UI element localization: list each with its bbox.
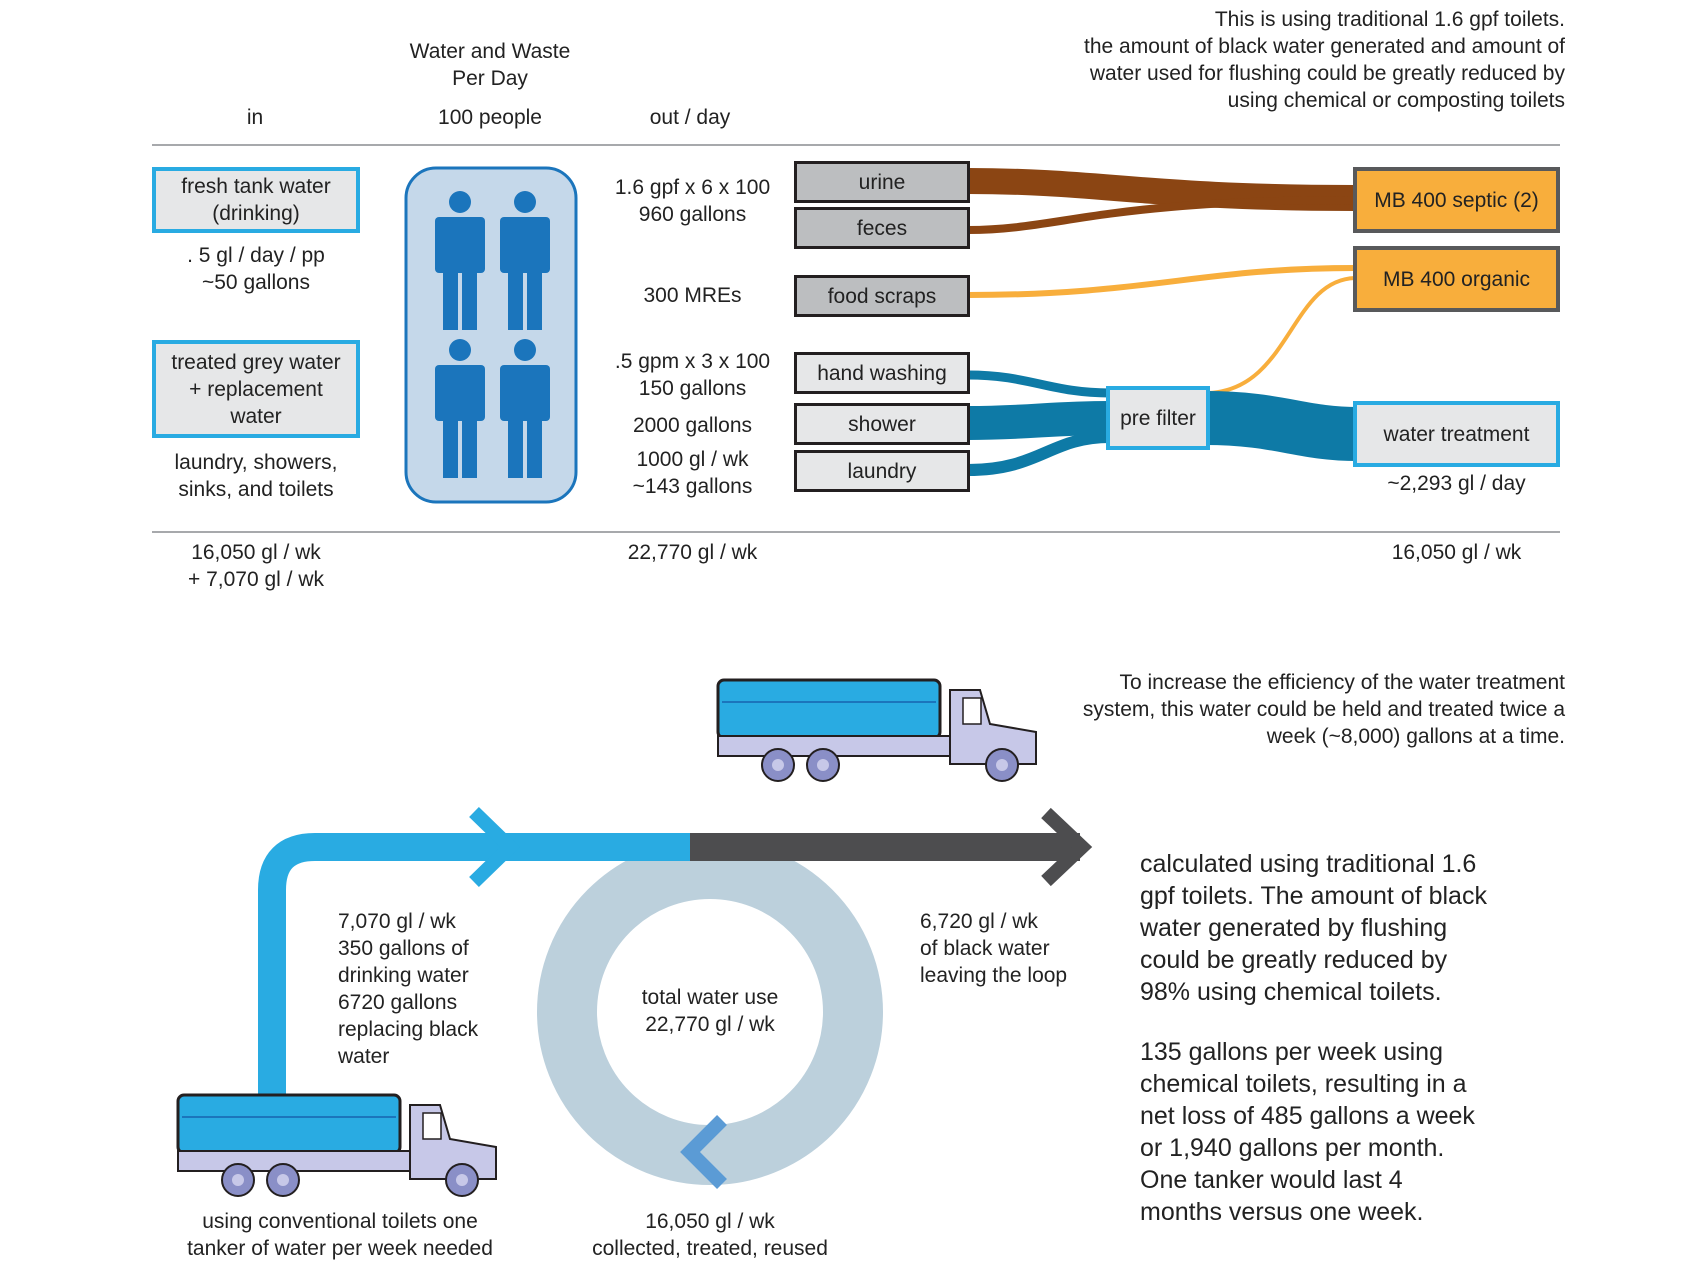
people-icon-group — [435, 191, 550, 478]
top-note: This is using traditional 1.6 gpf toilet… — [1084, 8, 1565, 112]
treatment-rate: ~2,293 gl / day — [1387, 472, 1526, 495]
supply-path — [258, 833, 690, 1100]
urine-box: urine — [794, 161, 970, 203]
food-flow — [967, 265, 1356, 298]
fresh-water-box: fresh tank water (drinking) — [152, 167, 360, 233]
organic-box: MB 400 organic — [1353, 246, 1560, 312]
person-icon — [500, 191, 550, 330]
pre-filter-box: pre filter — [1106, 386, 1210, 450]
total-out: 22,770 gl / wk — [627, 541, 758, 564]
total-treated: 16,050 gl / wk — [1391, 541, 1522, 564]
loop-bottom-label: 16,050 gl / wk collected, treated, reuse… — [592, 1210, 828, 1260]
fresh-water-desc: . 5 gl / day / pp ~50 gallons — [187, 244, 325, 294]
tanker-truck-icon — [716, 678, 1037, 782]
person-icon — [435, 339, 485, 478]
septic-box: MB 400 septic (2) — [1353, 167, 1560, 233]
loop-center-label: total water use 22,770 gl / wk — [641, 986, 779, 1036]
paragraph-2: 135 gallons per week using chemical toil… — [1140, 1038, 1475, 1226]
feces-flow — [967, 196, 1356, 234]
truck-note: To increase the efficiency of the water … — [1082, 671, 1565, 748]
total-in: 16,050 gl / wk + 7,070 gl / wk — [188, 541, 324, 591]
hand-washing-box: hand washing — [794, 352, 970, 394]
grey-water-box: treated grey water + replacement water — [152, 340, 360, 438]
shower-box: shower — [794, 403, 970, 445]
supply-arrow-icon — [469, 806, 521, 888]
loop-ring — [537, 839, 883, 1185]
urine-flow — [967, 168, 1356, 211]
people-panel — [404, 166, 578, 504]
col-out-label: out / day — [649, 106, 731, 129]
exit-label: 6,720 gl / wk of black water leaving the… — [920, 910, 1068, 987]
laundry-box: laundry — [794, 450, 970, 492]
col-center-title: Water and Waste Per Day — [409, 40, 571, 90]
tanker-truck-icon — [176, 1093, 497, 1197]
food-scraps-box: food scraps — [794, 275, 970, 317]
treatment-flow — [1204, 391, 1359, 461]
grey-water-desc: laundry, showers, sinks, and toilets — [174, 451, 338, 501]
water-treatment-box: water treatment — [1353, 401, 1560, 467]
person-icon — [435, 191, 485, 330]
hand-flow — [967, 370, 1111, 398]
paragraph-1: calculated using traditional 1.6 gpf toi… — [1140, 850, 1487, 1006]
shower-value: 2000 gallons — [632, 414, 753, 437]
feces-box: feces — [794, 207, 970, 249]
hand-value: .5 gpm x 3 x 100 150 gallons — [614, 350, 771, 400]
laundry-value: 1000 gl / wk ~143 gallons — [632, 448, 753, 498]
loop-arrow-icon — [680, 1115, 727, 1189]
shower-flow — [967, 401, 1111, 440]
exit-arrow-icon — [1041, 807, 1093, 887]
solids-flow — [1207, 276, 1356, 395]
col-center-sub: 100 people — [438, 106, 542, 129]
col-in-label: in — [246, 106, 264, 129]
supply-label: 7,070 gl / wk 350 gallons of drinking wa… — [338, 910, 479, 1068]
toilet-value: 1.6 gpf x 6 x 100 960 gallons — [614, 176, 771, 226]
person-icon — [500, 339, 550, 478]
mres-value: 300 MREs — [643, 284, 742, 307]
truck-caption: using conventional toilets one tanker of… — [187, 1210, 493, 1260]
laundry-flow — [967, 431, 1111, 476]
